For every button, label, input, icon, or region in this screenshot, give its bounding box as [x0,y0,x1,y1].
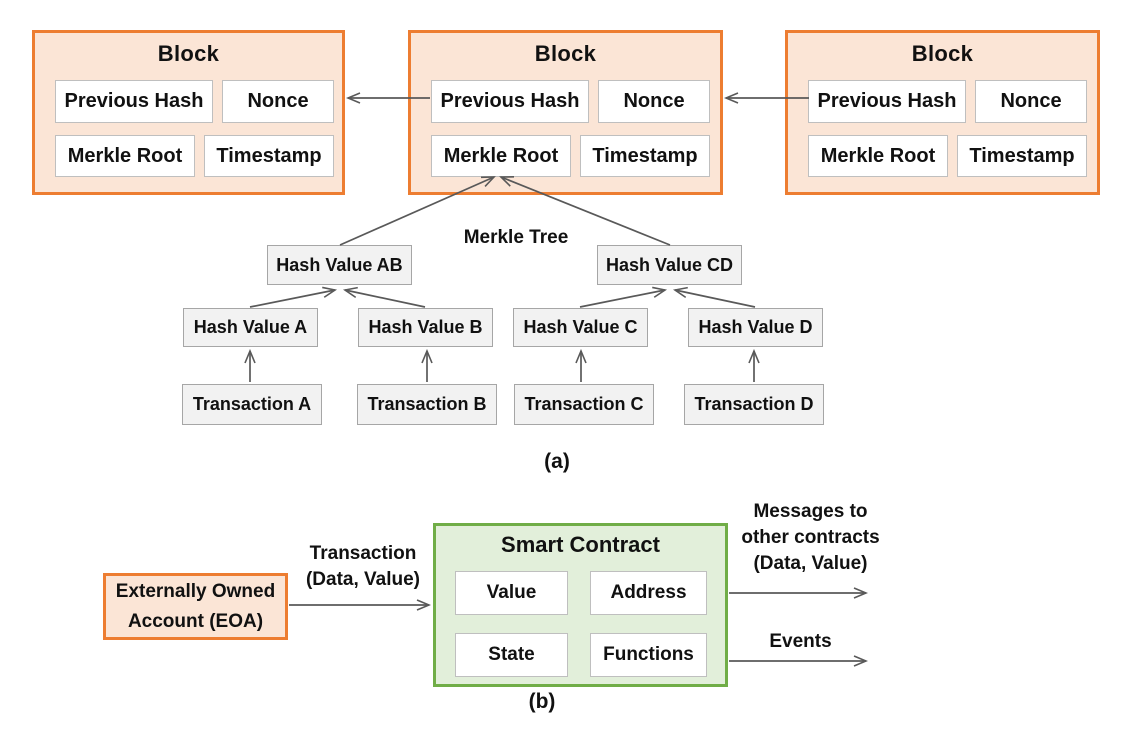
block-2-merkle-root: Merkle Root [431,135,571,177]
events-arrow-label: Events [769,631,832,652]
merkle-leaf-transaction-c: Transaction C [514,384,654,425]
messages-arrow-label: Messages to other contracts (Data, Value… [733,499,888,578]
merkle-node-hash-ab: Hash Value AB [267,245,412,285]
block-3-previous-hash: Previous Hash [808,80,966,123]
block-2-previous-hash: Previous Hash [431,80,589,123]
block-1-title: Block [157,41,220,66]
block-2-timestamp: Timestamp [580,135,710,177]
line-hash-b-to-hash-ab [345,290,426,308]
eoa-label-line2: Account (EOA) [127,610,264,632]
merkle-leaf-transaction-a: Transaction A [182,384,322,425]
messages-arrow-label-line2: other contracts [741,527,880,549]
block-3: Block Previous Hash Nonce Merkle Root Ti… [785,30,1100,195]
block-1: Block Previous Hash Nonce Merkle Root Ti… [32,30,345,195]
contract-field-functions: Functions [590,633,707,677]
contract-field-address: Address [590,571,707,615]
smart-contract-box: Smart Contract Value Address State Funct… [433,523,728,687]
eoa-label-line1: Externally Owned [115,581,276,603]
block-2-title: Block [534,41,597,66]
merkle-node-hash-a: Hash Value A [183,308,318,347]
block-3-merkle-root: Merkle Root [808,135,948,177]
panel-b-label: (b) [528,690,556,713]
merkle-tree-caption: Merkle Tree [463,227,569,248]
block-2: Block Previous Hash Nonce Merkle Root Ti… [408,30,723,195]
line-hash-d-to-hash-cd [675,290,756,308]
transaction-arrow-label: Transaction (Data, Value) [293,541,433,593]
merkle-node-hash-b: Hash Value B [358,308,493,347]
eoa-box: Externally Owned Account (EOA) [103,573,288,640]
block-1-nonce: Nonce [222,80,334,123]
transaction-arrow-label-line1: Transaction [309,543,417,564]
block-2-nonce: Nonce [598,80,710,123]
merkle-node-hash-c: Hash Value C [513,308,648,347]
block-1-previous-hash: Previous Hash [55,80,213,123]
block-3-timestamp: Timestamp [957,135,1087,177]
messages-arrow-label-line1: Messages to [753,501,868,522]
contract-field-state: State [455,633,568,677]
merkle-node-hash-cd: Hash Value CD [597,245,742,285]
merkle-node-hash-d: Hash Value D [688,308,823,347]
block-3-title: Block [911,41,974,66]
line-hash-a-to-hash-ab [249,290,335,308]
block-1-timestamp: Timestamp [204,135,334,177]
contract-field-value: Value [455,571,568,615]
block-1-merkle-root: Merkle Root [55,135,195,177]
transaction-arrow-label-line2: (Data, Value) [305,569,421,591]
merkle-leaf-transaction-d: Transaction D [684,384,824,425]
line-hash-c-to-hash-cd [579,290,665,308]
messages-arrow-label-line3: (Data, Value) [753,553,868,575]
merkle-leaf-transaction-b: Transaction B [357,384,497,425]
panel-a-label: (a) [544,450,570,473]
smart-contract-title: Smart Contract [501,532,660,557]
block-3-nonce: Nonce [975,80,1087,123]
